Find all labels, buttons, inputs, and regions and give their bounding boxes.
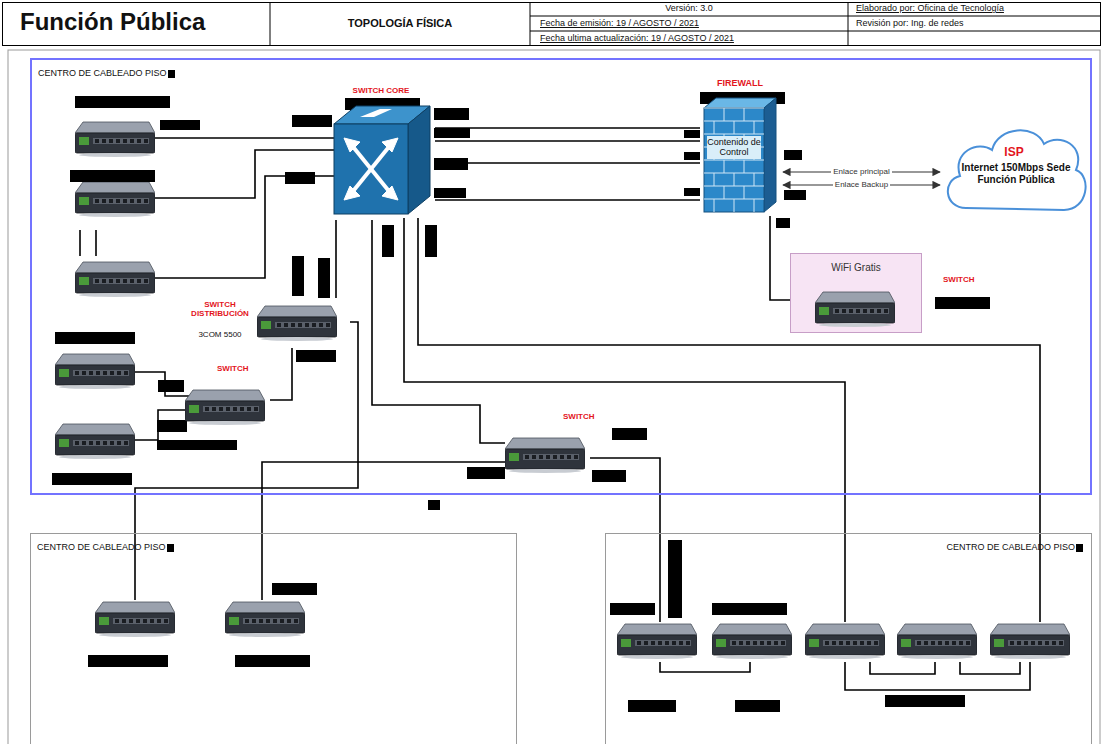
core-switch-cube (330, 102, 432, 220)
network-link (435, 140, 700, 142)
header-field: Elaborado por: Oficina de Tecnología (856, 3, 1004, 13)
device-label: ISP (940, 146, 1088, 160)
device-label: SWITCH CORE (330, 86, 432, 95)
switch-icon-use (505, 438, 585, 473)
network-node: SWITCH (505, 412, 610, 476)
region-heading: CENTRO DE CABLEADO PISO (946, 542, 1083, 552)
network-node: WiFi Gratis (790, 253, 922, 333)
device-label: SWITCH (943, 275, 975, 284)
network-link (335, 220, 337, 298)
device-label: FIREWALL (700, 78, 780, 88)
redaction-mark (167, 544, 174, 552)
device-label: SWITCH (563, 412, 595, 421)
network-link (435, 199, 700, 201)
region-heading: CENTRO DE CABLEADO PISO (38, 68, 175, 78)
link-label: Enlace Backup (833, 180, 890, 189)
network-node: FIREWALL Contenido de Control (700, 78, 783, 216)
device-model: 3COM 5500 (185, 330, 255, 339)
header-field: TOPOLOGÍA FÍSICA (270, 17, 530, 30)
redaction-mark (1076, 544, 1083, 552)
region-heading: CENTRO DE CABLEADO PISO (37, 542, 174, 552)
region-label: CENTRO DE CABLEADO PISO (946, 542, 1075, 552)
header-field: Revisión por: Ing. de redes (856, 18, 964, 28)
network-node: SWITCH CORE (330, 84, 435, 220)
document-title: Función Pública (20, 8, 205, 36)
header-field: Fecha ultima actualización: 19 / AGOSTO … (540, 33, 734, 43)
network-link (372, 220, 505, 443)
region-label: CENTRO DE CABLEADO PISO (38, 68, 167, 78)
switch-icon-use (257, 306, 337, 341)
header-field: Fecha de emisión: 19 / AGOSTO / 2021 (540, 18, 699, 28)
device-label: Contenido de Control (707, 136, 761, 159)
switch-icon (505, 434, 585, 474)
switch-icon (185, 386, 265, 426)
switch-icon (815, 288, 895, 328)
header-field: Versión: 3.0 (530, 3, 848, 13)
network-link (770, 216, 790, 300)
network-node: ISP Internet 150Mbps Sede Función Pública (940, 118, 1091, 218)
link-label: Enlace principal (831, 167, 891, 176)
network-link (435, 162, 700, 164)
switch-icon (257, 302, 337, 342)
network-node: SWITCH DISTRIBUCIÓN 3COM 5500 (185, 298, 340, 348)
wiring-closet-region: CENTRO DE CABLEADO PISO (30, 533, 517, 744)
zone-label: WiFi Gratis (791, 262, 921, 274)
region-label: CENTRO DE CABLEADO PISO (37, 542, 166, 552)
network-node: SWITCH (185, 364, 270, 428)
wiring-closet-region: CENTRO DE CABLEADO PISO SWITCH CORE FIREWA… (30, 58, 1092, 495)
switch-icon-use (185, 390, 265, 425)
switch-icon-use (815, 292, 895, 327)
network-link (435, 127, 700, 129)
wiring-closet-region: CENTRO DE CABLEADO PISO (605, 533, 1092, 744)
device-label: SWITCH DISTRIBUCIÓN (185, 300, 255, 318)
redaction-mark (168, 70, 175, 78)
network-link (270, 348, 292, 400)
device-label: Internet 150Mbps Sede Función Pública (960, 162, 1072, 185)
device-label: SWITCH (217, 364, 249, 373)
